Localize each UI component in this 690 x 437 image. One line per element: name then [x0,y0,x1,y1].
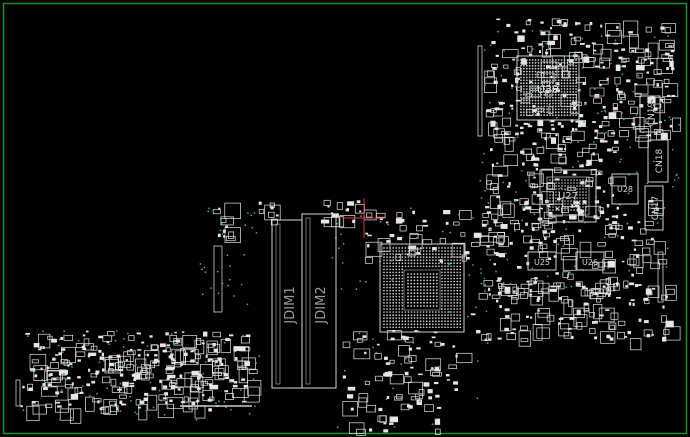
connector-right-vertical [657,251,664,303]
connector-left-vertical [213,245,223,313]
chip-u25[interactable]: U25 [527,251,557,271]
chip-u27-label: U27 [558,191,578,202]
connector-top-vertical [477,45,483,137]
connector-bottom-left [15,379,21,407]
chip-u27[interactable]: U27 [539,169,597,223]
dimm-slot-jdim1-label: JDIM1 [283,286,298,324]
via-layer [22,29,680,429]
dimm-slot-jdim2[interactable]: JDIM2 [301,213,337,389]
chip-u26-label: U26 [582,258,598,267]
chip-u30[interactable]: U30 [516,55,580,121]
chip-u26[interactable]: U26 [575,251,605,271]
dimm-slot-jdim1[interactable]: JDIM1 [271,219,303,389]
connector-cn18[interactable]: CN18 [647,139,669,183]
cursor-crosshair [342,198,386,238]
connector-cn19[interactable]: CN19 [639,95,661,133]
connector-cn19-label: CN19 [647,101,657,126]
chip-u28[interactable]: U28 [611,173,639,205]
smd-parts-layer [20,18,682,436]
chip-u28-label: U28 [617,185,633,194]
dimm-slot-jdim2-label: JDIM2 [314,286,329,324]
chip-u25-label: U25 [534,258,550,267]
connector-cn17-label: CN17 [651,196,661,220]
chip-u30-label: U30 [537,83,559,96]
connector-cn18-label: CN18 [655,148,665,173]
connector-cn17[interactable]: CN17 [644,185,664,231]
chip-main-bga[interactable] [379,243,465,333]
